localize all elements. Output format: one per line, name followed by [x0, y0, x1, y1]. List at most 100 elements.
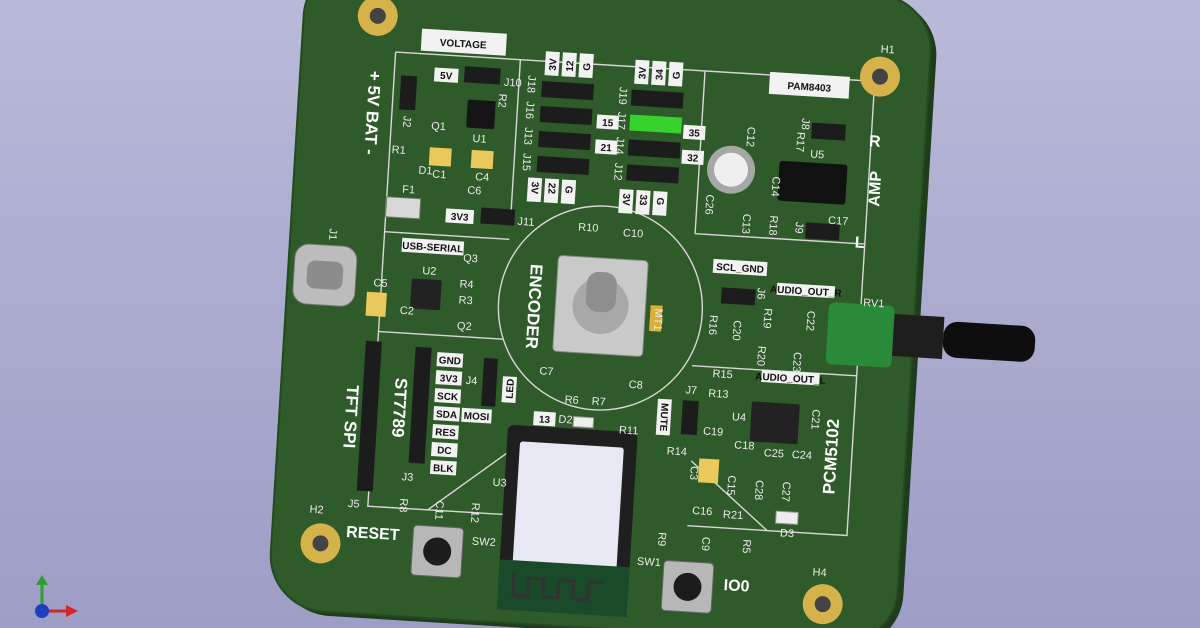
svg-text:J8: J8: [799, 118, 812, 130]
svg-text:3V: 3V: [620, 193, 632, 206]
silk-tag-audio-out-l: AUDIO_OUT_L: [755, 369, 826, 387]
svg-text:U5: U5: [810, 149, 825, 162]
svg-text:J12: J12: [611, 162, 624, 180]
silk-tag-21: 21: [594, 139, 618, 155]
mounting-hole-h1: [860, 56, 901, 97]
svg-text:J7: J7: [685, 384, 697, 397]
rotary-encoder[interactable]: [552, 255, 666, 357]
svg-text:H2: H2: [309, 504, 324, 517]
svg-text:J2: J2: [400, 115, 413, 127]
svg-text:D1: D1: [418, 165, 433, 178]
silk-tag-5v: 5V: [433, 67, 459, 83]
svg-text:R9: R9: [655, 532, 668, 547]
usb-serial-chip-u2: [410, 278, 442, 311]
svg-text:3V3: 3V3: [450, 212, 469, 224]
svg-text:J1: J1: [326, 228, 339, 240]
svg-text:C13: C13: [739, 213, 752, 234]
io0-label: IO0: [723, 577, 750, 596]
silk-tag-audio-out-r: AUDIO_OUT_R: [770, 282, 843, 300]
reference-designators: H3 H1 H2 H4 J1 J2 J3 J4 J5 J6 J7 J8 J9 J…: [309, 44, 895, 580]
svg-text:H4: H4: [812, 566, 827, 579]
svg-text:C12: C12: [743, 126, 756, 147]
silk-tag-35: 35: [682, 124, 706, 141]
svg-text:3V3: 3V3: [440, 373, 459, 385]
svg-text:U4: U4: [732, 411, 747, 424]
silk-tag-13: 13: [533, 411, 556, 427]
header-j16: [539, 105, 593, 126]
svg-text:C16: C16: [692, 505, 713, 518]
usb-c-connector: [292, 243, 358, 307]
svg-text:GND: GND: [438, 355, 461, 367]
mounting-hole-h4: [802, 584, 843, 625]
svg-text:J13: J13: [521, 127, 534, 145]
svg-text:J16: J16: [523, 101, 536, 119]
svg-text:J3: J3: [401, 471, 413, 484]
svg-text:R10: R10: [578, 222, 599, 235]
svg-text:C4: C4: [475, 171, 490, 184]
svg-text:C17: C17: [828, 215, 849, 228]
tantalum-cap-c1: [428, 147, 452, 167]
electrolytic-capacitor-c26: [707, 145, 756, 194]
mounting-hole-h2: [300, 523, 341, 564]
svg-text:G: G: [582, 62, 593, 71]
svg-text:R8: R8: [397, 498, 410, 513]
silk-tag-32: 32: [681, 149, 705, 166]
svg-text:D3: D3: [780, 527, 795, 540]
svg-text:AUDIO_OUT_R: AUDIO_OUT_R: [770, 284, 843, 299]
header-j17-jumper: [629, 114, 683, 134]
header-j9: [804, 222, 840, 241]
svg-text:3V: 3V: [548, 58, 560, 71]
potentiometer-rv1[interactable]: [825, 302, 1036, 377]
svg-text:C8: C8: [628, 379, 643, 392]
svg-text:13: 13: [539, 414, 551, 426]
tantalum-cap-c5: [365, 291, 387, 317]
tft-spi-label: TFT SPI: [339, 384, 362, 448]
header-j19: [630, 89, 684, 109]
svg-text:U3: U3: [492, 477, 507, 490]
svg-text:R6: R6: [564, 394, 579, 407]
silk-tag-pam8403: PAM8403: [768, 71, 850, 99]
header-j2: [399, 75, 418, 111]
svg-text:C27: C27: [779, 481, 792, 502]
svg-text:J17: J17: [614, 112, 627, 130]
svg-text:35: 35: [688, 128, 700, 140]
svg-text:C11: C11: [432, 500, 445, 520]
svg-text:R7: R7: [591, 396, 606, 409]
svg-text:C20: C20: [730, 320, 743, 341]
header-j12: [626, 164, 680, 184]
svg-text:SCK: SCK: [437, 391, 460, 403]
amp-l-label: L: [854, 234, 865, 252]
svg-text:VOLTAGE: VOLTAGE: [439, 38, 487, 52]
mounting-hole-h3: [357, 0, 398, 36]
svg-text:J15: J15: [520, 153, 533, 171]
svg-text:G: G: [562, 185, 573, 194]
silk-tag-led: LED: [501, 376, 517, 404]
svg-text:R15: R15: [712, 368, 733, 381]
svg-text:R13: R13: [708, 388, 729, 401]
axis-orientation-gizmo: [35, 575, 78, 618]
svg-text:C10: C10: [623, 227, 644, 240]
svg-text:C15: C15: [724, 475, 737, 496]
header-j11: [480, 207, 516, 226]
svg-text:R20: R20: [754, 346, 767, 367]
tantalum-cap-c4: [470, 149, 494, 170]
header-j6: [720, 287, 756, 306]
svg-text:C25: C25: [763, 447, 784, 460]
header-j3: [408, 346, 432, 464]
reset-button-sw2[interactable]: [410, 524, 464, 579]
header-j15: [536, 155, 590, 176]
svg-text:J9: J9: [792, 222, 805, 234]
io0-button-sw1[interactable]: [660, 560, 715, 614]
reset-label: RESET: [346, 524, 401, 544]
svg-text:G: G: [671, 71, 682, 80]
jumper-tags-top-left: 3V 12 G: [544, 51, 594, 79]
svg-text:21: 21: [600, 143, 612, 155]
header-j18: [541, 81, 595, 101]
svg-text:C28: C28: [752, 480, 765, 501]
svg-text:R3: R3: [458, 294, 473, 307]
svg-text:3V: 3V: [528, 181, 540, 194]
silk-tag-usb-serial: USB-SERIAL: [401, 237, 465, 256]
svg-text:R1: R1: [391, 144, 406, 157]
mt1-label: MT1: [651, 308, 664, 331]
